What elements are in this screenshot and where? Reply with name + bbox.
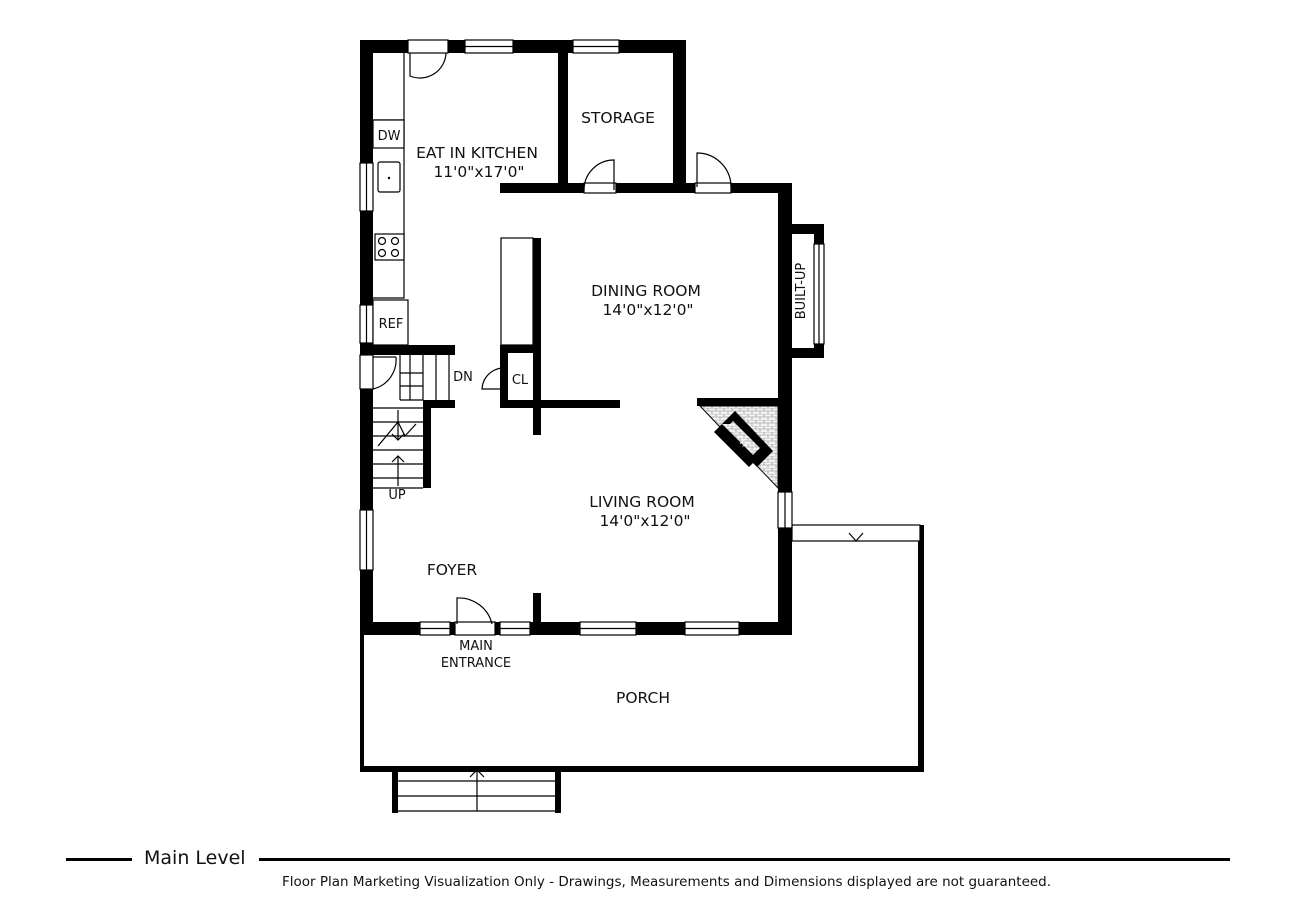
porch-label: PORCH xyxy=(616,689,670,707)
labels: EAT IN KITCHEN 11'0"x17'0" STORAGE DININ… xyxy=(378,109,809,707)
dishwasher-label: DW xyxy=(378,129,401,144)
dining-label: DINING ROOM xyxy=(591,282,701,300)
stairs-up-label: UP xyxy=(388,488,406,503)
doors xyxy=(359,39,732,636)
built-up-label: BUILT-UP xyxy=(794,263,809,320)
stairs-down-label: DN xyxy=(453,370,473,385)
main-entrance-label-1: MAIN xyxy=(459,639,493,654)
porch-steps xyxy=(392,767,561,813)
kitchen-fixtures xyxy=(372,53,534,346)
kitchen-size: 11'0"x17'0" xyxy=(433,163,524,181)
foyer-label: FOYER xyxy=(427,561,478,579)
living-size: 14'0"x12'0" xyxy=(599,512,690,530)
dining-size: 14'0"x12'0" xyxy=(602,301,693,319)
closet-label: CL xyxy=(512,373,529,388)
exterior-walls xyxy=(360,40,824,635)
level-title: Main Level xyxy=(144,847,246,869)
main-entrance-label-2: ENTRANCE xyxy=(441,656,511,671)
footer-rule-right xyxy=(259,858,1230,861)
porch xyxy=(360,524,924,772)
living-label: LIVING ROOM xyxy=(589,493,694,511)
interior-walls xyxy=(360,40,781,628)
disclaimer: Floor Plan Marketing Visualization Only … xyxy=(281,874,1052,890)
kitchen-label: EAT IN KITCHEN xyxy=(416,144,538,162)
footer-rule-left xyxy=(66,858,132,861)
fireplace xyxy=(698,405,779,490)
fireplace-label: FP xyxy=(738,439,749,450)
refrigerator-label: REF xyxy=(379,317,404,332)
storage-label: STORAGE xyxy=(581,109,655,127)
stairs xyxy=(373,355,450,489)
windows xyxy=(359,39,825,636)
